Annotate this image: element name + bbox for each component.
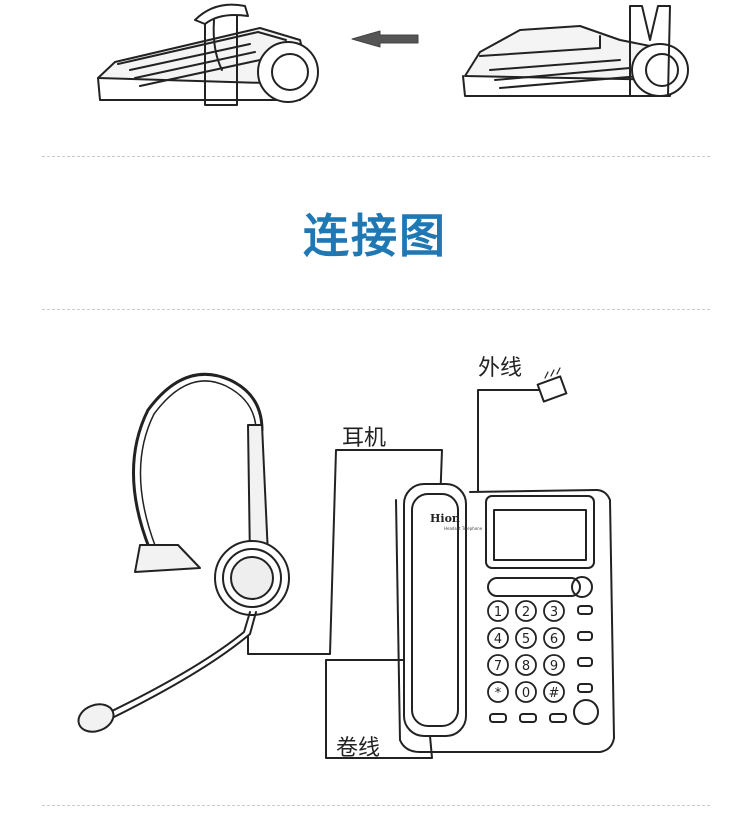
keypad-key-label: 9 xyxy=(550,659,558,674)
section-divider xyxy=(42,309,710,310)
keypad-key xyxy=(543,600,565,622)
keypad-key xyxy=(543,681,565,703)
headset-label: 耳机 xyxy=(342,426,387,451)
phone-brand: Hion xyxy=(430,512,460,525)
keypad-key-label: 5 xyxy=(522,632,530,647)
page-title: 连接图 xyxy=(303,209,447,263)
keypad-key-label: * xyxy=(495,686,502,701)
keypad-key-label: 2 xyxy=(522,605,530,620)
direction-arrow xyxy=(351,30,419,48)
keypad-key xyxy=(515,627,537,649)
keypad-key-label: # xyxy=(549,686,560,701)
keypad: 1 2 3 4 5 6 7 8 9 * 0 # xyxy=(487,600,565,703)
keypad-key-label: 4 xyxy=(494,632,502,647)
keypad-key xyxy=(515,681,537,703)
section-divider xyxy=(42,805,710,806)
keypad-key xyxy=(515,600,537,622)
keypad-key xyxy=(487,654,509,676)
keypad-key-label: 3 xyxy=(550,605,558,620)
keypad-key xyxy=(543,654,565,676)
top-illustration xyxy=(97,3,689,106)
keypad-key-label: 1 xyxy=(494,605,502,620)
keypad-key-label: 6 xyxy=(550,632,558,647)
keypad-key xyxy=(487,600,509,622)
right-phone-illustration xyxy=(462,5,689,97)
keypad-key xyxy=(515,654,537,676)
phone-brand-sub: Headset Telephone xyxy=(444,526,483,531)
left-phone-illustration xyxy=(97,3,319,106)
section-divider xyxy=(42,156,710,157)
keypad-key xyxy=(543,627,565,649)
outside-line-cable xyxy=(477,367,568,495)
keypad-key-label: 8 xyxy=(522,659,530,674)
keypad-key-label: 0 xyxy=(522,686,530,701)
telephone-illustration xyxy=(325,483,615,759)
outside-line-label: 外线 xyxy=(478,356,523,381)
keypad-key-label: 7 xyxy=(494,659,502,674)
keypad-key xyxy=(487,681,509,703)
coil-cord-label: 卷线 xyxy=(336,736,381,761)
keypad-key xyxy=(487,627,509,649)
headset-illustration xyxy=(77,372,443,733)
